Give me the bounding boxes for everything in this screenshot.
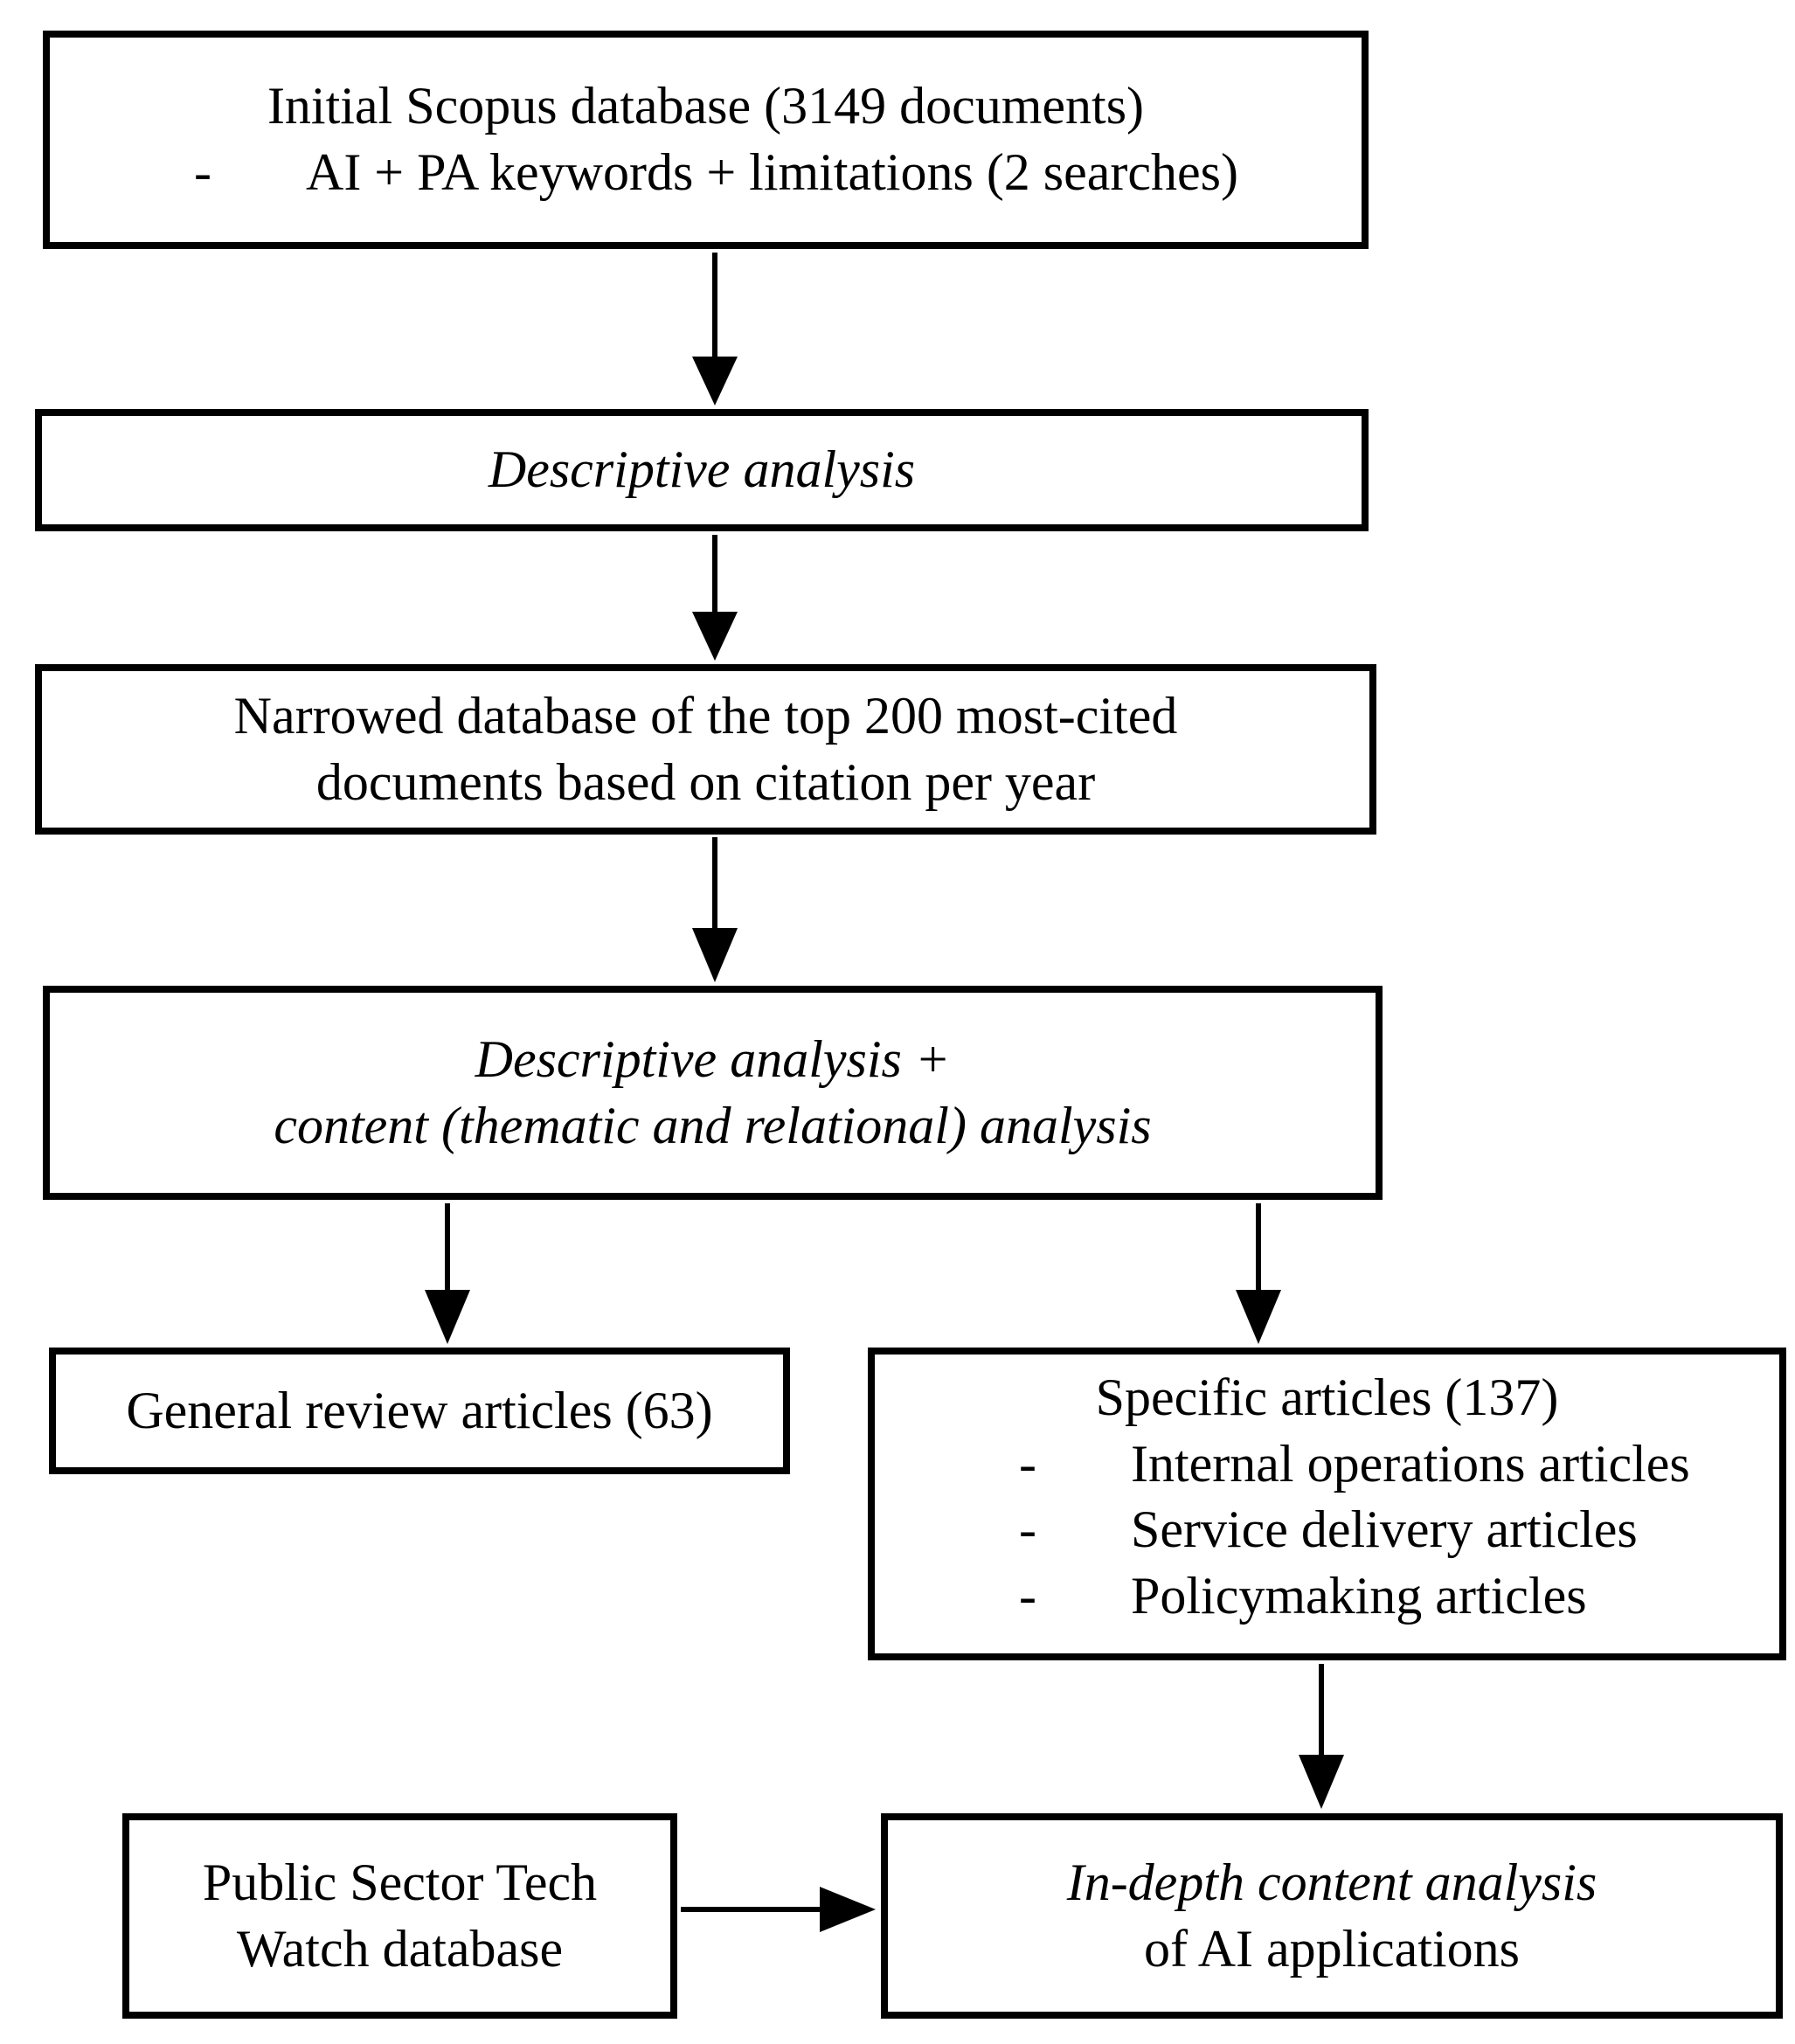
arrow-pstw-to-indepth-icon — [681, 1887, 876, 1932]
box-general-review-articles: General review articles (63) — [49, 1348, 790, 1474]
arrow-content-to-specific-icon — [1236, 1203, 1281, 1344]
specific-articles-bullet-3: - Policymaking articles — [875, 1563, 1779, 1630]
narrowed-database-line1: Narrowed database of the top 200 most-ci… — [233, 686, 1178, 745]
descriptive-content-line2: content (thematic and relational) analys… — [274, 1096, 1152, 1154]
bullet-dash: - — [1019, 1500, 1036, 1559]
initial-scopus-bullet: - AI + PA keywords + limitations (2 sear… — [50, 140, 1362, 206]
box-initial-scopus-database: Initial Scopus database (3149 documents)… — [43, 31, 1369, 249]
initial-scopus-bullet-text: AI + PA keywords + limitations (2 search… — [306, 143, 1238, 201]
service-delivery-label: Service delivery articles — [1131, 1500, 1638, 1559]
arrow-descriptive-to-narrowed-icon — [692, 535, 738, 661]
indepth-line1: In-depth content analysis — [1066, 1853, 1597, 1911]
bullet-dash: - — [1019, 1566, 1036, 1625]
box-specific-articles: Specific articles (137) - Internal opera… — [868, 1348, 1786, 1660]
initial-scopus-title: Initial Scopus database (3149 documents) — [267, 77, 1145, 135]
pstw-line2: Watch database — [236, 1919, 564, 1978]
box-narrowed-database: Narrowed database of the top 200 most-ci… — [35, 664, 1376, 835]
pstw-line1: Public Sector Tech — [202, 1853, 598, 1911]
arrow-specific-to-indepth-icon — [1299, 1664, 1344, 1809]
box-public-sector-tech-watch: Public Sector Tech Watch database — [122, 1813, 677, 2019]
indepth-line2: of AI applications — [1144, 1919, 1520, 1978]
bullet-dash: - — [194, 143, 211, 201]
arrow-content-to-general-icon — [425, 1203, 470, 1344]
specific-articles-title: Specific articles (137) — [1095, 1368, 1559, 1426]
arrow-initial-to-descriptive-icon — [692, 253, 738, 405]
specific-articles-bullet-1: - Internal operations articles — [875, 1431, 1779, 1498]
box-descriptive-content-analysis: Descriptive analysis + content (thematic… — [43, 986, 1383, 1200]
descriptive-analysis-label: Descriptive analysis — [488, 440, 916, 499]
general-review-label: General review articles (63) — [126, 1381, 713, 1439]
arrow-narrowed-to-content-icon — [692, 837, 738, 982]
internal-operations-label: Internal operations articles — [1131, 1434, 1690, 1493]
box-indepth-content-analysis: In-depth content analysis of AI applicat… — [881, 1813, 1783, 2019]
narrowed-database-line2: documents based on citation per year — [315, 752, 1096, 811]
specific-articles-bullet-2: - Service delivery articles — [875, 1497, 1779, 1563]
policymaking-label: Policymaking articles — [1131, 1566, 1587, 1625]
descriptive-content-line1: Descriptive analysis + — [475, 1029, 951, 1088]
box-descriptive-analysis: Descriptive analysis — [35, 409, 1369, 531]
bullet-dash: - — [1019, 1434, 1036, 1493]
